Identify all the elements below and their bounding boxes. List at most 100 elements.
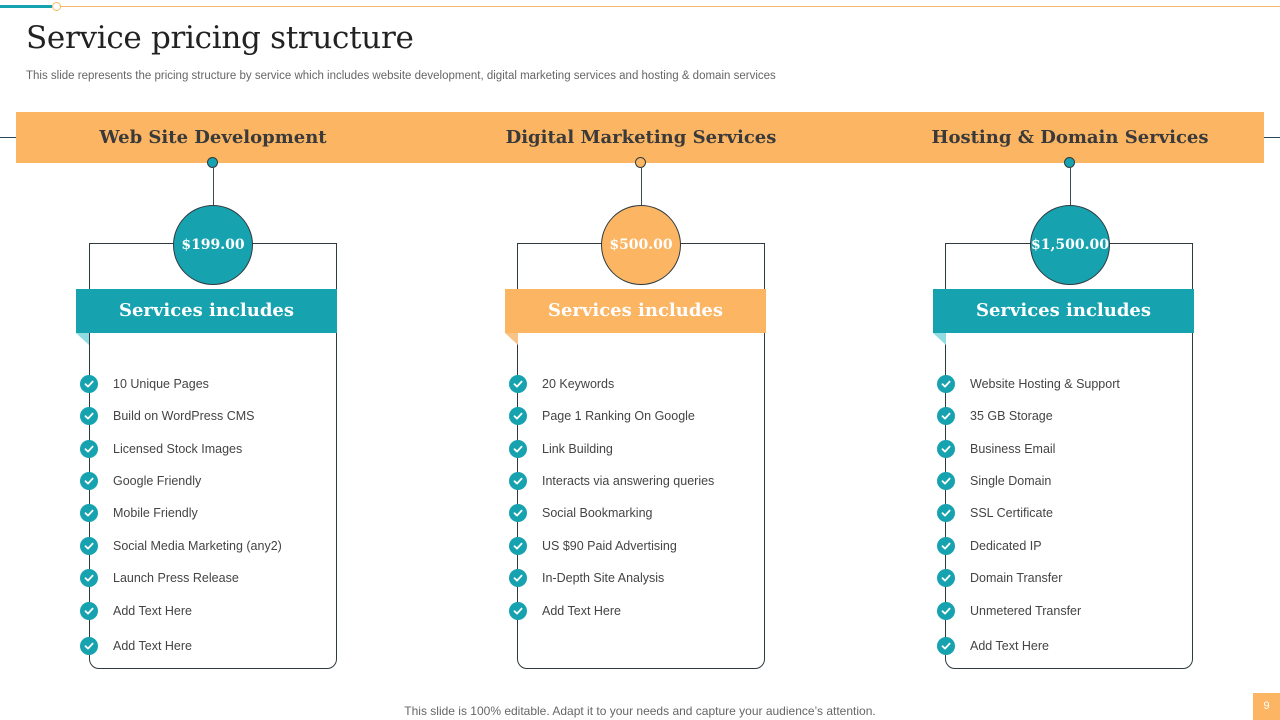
band-fold <box>76 333 89 345</box>
slide-title: Service pricing structure <box>26 20 414 56</box>
service-item-text: Mobile Friendly <box>113 506 198 520</box>
band-fold <box>505 333 518 345</box>
service-item: 10 Unique Pages <box>80 372 209 396</box>
service-item-text: Single Domain <box>970 474 1052 488</box>
header-left-line <box>0 137 16 138</box>
service-item: Licensed Stock Images <box>80 437 242 461</box>
check-circle-icon <box>937 537 955 555</box>
connector-line <box>213 168 214 206</box>
service-item: Single Domain <box>937 469 1051 493</box>
category-header-bar <box>16 112 1264 163</box>
check-circle-icon <box>937 440 955 458</box>
services-includes-band: Services includes <box>76 289 337 333</box>
column-title-hosting-domain: Hosting & Domain Services <box>931 127 1209 148</box>
service-item-text: Add Text Here <box>970 639 1049 653</box>
service-item: Social Bookmarking <box>509 501 652 525</box>
check-circle-icon <box>937 472 955 490</box>
service-item: Interacts via answering queries <box>509 469 714 493</box>
check-circle-icon <box>80 569 98 587</box>
header-right-line <box>1264 137 1280 138</box>
service-item-text: Launch Press Release <box>113 571 239 585</box>
service-item-text: Domain Transfer <box>970 571 1063 585</box>
service-item: Business Email <box>937 437 1055 461</box>
check-circle-icon <box>80 537 98 555</box>
service-item: Social Media Marketing (any2) <box>80 534 282 558</box>
service-item: Page 1 Ranking On Google <box>509 404 695 428</box>
check-circle-icon <box>937 504 955 522</box>
service-item: Mobile Friendly <box>80 501 198 525</box>
check-circle-icon <box>509 569 527 587</box>
page-number: 9 <box>1253 693 1280 720</box>
footer-note: This slide is 100% editable. Adapt it to… <box>404 704 876 718</box>
service-item-text: 10 Unique Pages <box>113 377 209 391</box>
price-badge-digital-marketing: $500.00 <box>601 205 681 285</box>
service-item-text: 20 Keywords <box>542 377 615 391</box>
check-circle-icon <box>80 407 98 425</box>
service-item: Link Building <box>509 437 613 461</box>
service-item-text: Interacts via answering queries <box>542 474 715 488</box>
service-item-text: Google Friendly <box>113 474 202 488</box>
service-item-text: Social Media Marketing (any2) <box>113 539 282 553</box>
check-circle-icon <box>937 602 955 620</box>
service-item: SSL Certificate <box>937 501 1053 525</box>
service-item-text: Website Hosting & Support <box>970 377 1120 391</box>
service-item: Dedicated IP <box>937 534 1042 558</box>
check-circle-icon <box>509 407 527 425</box>
service-item-text: Add Text Here <box>542 604 621 618</box>
service-item-text: 35 GB Storage <box>970 409 1053 423</box>
check-circle-icon <box>509 602 527 620</box>
check-circle-icon <box>937 637 955 655</box>
price-badge-hosting-domain: $1,500.00 <box>1030 205 1110 285</box>
check-circle-icon <box>80 472 98 490</box>
connector-dot <box>635 157 646 168</box>
service-item-text: SSL Certificate <box>970 506 1053 520</box>
services-includes-band: Services includes <box>505 289 766 333</box>
services-includes-band: Services includes <box>933 289 1194 333</box>
column-title-digital-marketing: Digital Marketing Services <box>505 127 777 148</box>
column-title-web-site-development: Web Site Development <box>99 127 327 148</box>
check-circle-icon <box>937 569 955 587</box>
service-item: 35 GB Storage <box>937 404 1053 428</box>
connector-dot <box>1064 157 1075 168</box>
check-circle-icon <box>509 440 527 458</box>
check-circle-icon <box>80 602 98 620</box>
service-item-text: Page 1 Ranking On Google <box>542 409 695 423</box>
service-item-text: Add Text Here <box>113 604 192 618</box>
service-item: Add Text Here <box>80 599 192 623</box>
check-circle-icon <box>509 504 527 522</box>
check-circle-icon <box>80 504 98 522</box>
connector-line <box>641 168 642 206</box>
service-item: In-Depth Site Analysis <box>509 566 664 590</box>
service-item-text: Add Text Here <box>113 639 192 653</box>
service-item-text: Licensed Stock Images <box>113 442 243 456</box>
service-item-text: Build on WordPress CMS <box>113 409 255 423</box>
service-item-text: Dedicated IP <box>970 539 1042 553</box>
service-item: 20 Keywords <box>509 372 614 396</box>
service-item: Domain Transfer <box>937 566 1062 590</box>
check-circle-icon <box>937 375 955 393</box>
check-circle-icon <box>509 537 527 555</box>
service-item-text: In-Depth Site Analysis <box>542 571 665 585</box>
service-item-text: Unmetered Transfer <box>970 604 1082 618</box>
service-item: US $90 Paid Advertising <box>509 534 677 558</box>
service-item-text: US $90 Paid Advertising <box>542 539 677 553</box>
connector-line <box>1070 168 1071 206</box>
service-item: Google Friendly <box>80 469 201 493</box>
top-accent-orange-line <box>60 6 1280 7</box>
connector-dot <box>207 157 218 168</box>
service-item: Build on WordPress CMS <box>80 404 255 428</box>
service-item-text: Link Building <box>542 442 613 456</box>
slide-subtitle: This slide represents the pricing struct… <box>26 70 776 82</box>
check-circle-icon <box>80 637 98 655</box>
service-item: Add Text Here <box>80 634 192 658</box>
service-item: Launch Press Release <box>80 566 239 590</box>
check-circle-icon <box>937 407 955 425</box>
check-circle-icon <box>509 472 527 490</box>
service-item: Add Text Here <box>937 634 1049 658</box>
price-badge-web-site-development: $199.00 <box>173 205 253 285</box>
top-accent-teal-line <box>0 5 52 8</box>
service-item-text: Social Bookmarking <box>542 506 653 520</box>
check-circle-icon <box>80 440 98 458</box>
check-circle-icon <box>80 375 98 393</box>
service-item: Add Text Here <box>509 599 621 623</box>
